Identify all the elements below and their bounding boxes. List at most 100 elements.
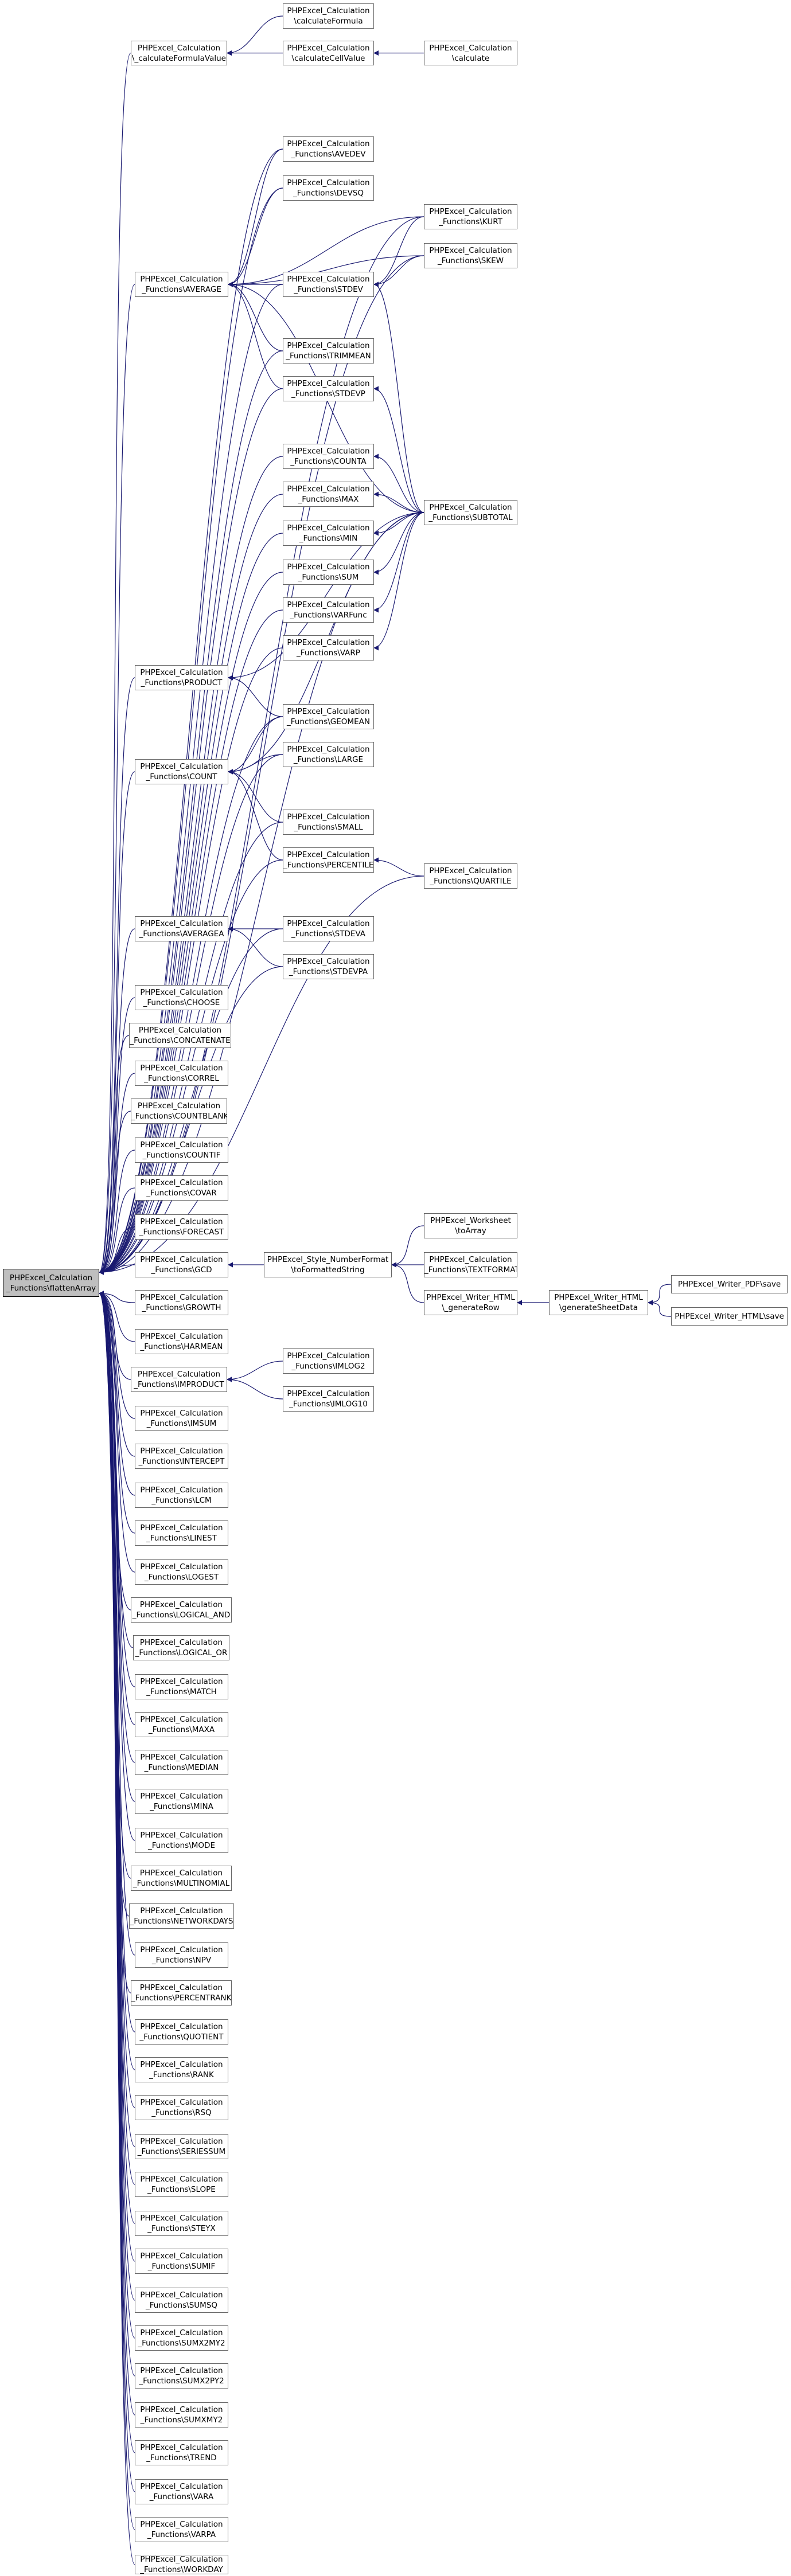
graph-node-calc[interactable]: PHPExcel_Calculation\calculate (424, 41, 517, 65)
graph-node-lcm[interactable]: PHPExcel_Calculation_Functions\LCM (135, 1483, 228, 1508)
graph-node-skew[interactable]: PHPExcel_Calculation_Functions\SKEW (424, 243, 517, 268)
graph-node-gensheet[interactable]: PHPExcel_Writer_HTML\generateSheetData (549, 1290, 648, 1315)
graph-node-average[interactable]: PHPExcel_Calculation_Functions\AVERAGE (135, 272, 228, 297)
graph-node-concatenate[interactable]: PHPExcel_Calculation_Functions\CONCATENA… (129, 1023, 231, 1048)
graph-node-cfv[interactable]: PHPExcel_Calculation\_calculateFormulaVa… (131, 41, 227, 65)
graph-node-networkdays[interactable]: PHPExcel_Calculation_Functions\NETWORKDA… (129, 1903, 234, 1929)
graph-node-label-line: _Functions\CONCATENATE (130, 1036, 231, 1045)
graph-node-sumx2my2[interactable]: PHPExcel_Calculation_Functions\SUMX2MY2 (135, 2325, 228, 2351)
graph-node-varpa[interactable]: PHPExcel_Calculation_Functions\VARPA (135, 2517, 228, 2542)
graph-node-land[interactable]: PHPExcel_Calculation_Functions\LOGICAL_A… (131, 1597, 232, 1623)
graph-node-label-line: PHPExcel_Calculation (140, 1064, 223, 1073)
graph-node-match[interactable]: PHPExcel_Calculation_Functions\MATCH (135, 1674, 228, 1699)
graph-node-label-line: PHPExcel_Calculation (287, 638, 370, 647)
graph-node-sum[interactable]: PHPExcel_Calculation_Functions\SUM (283, 560, 374, 585)
graph-node-countblank[interactable]: PHPExcel_Calculation_Functions\COUNTBLAN… (131, 1099, 227, 1124)
graph-node-logest[interactable]: PHPExcel_Calculation_Functions\LOGEST (135, 1559, 228, 1585)
graph-node-quotient[interactable]: PHPExcel_Calculation_Functions\QUOTIENT (135, 2019, 228, 2045)
graph-node-improduct[interactable]: PHPExcel_Calculation_Functions\IMPRODUCT (131, 1367, 227, 1392)
graph-node-flat[interactable]: PHPExcel_Calculation_Functions\flattenAr… (3, 1269, 99, 1297)
graph-node-percentile[interactable]: PHPExcel_Calculation_Functions\PERCENTIL… (283, 847, 374, 873)
graph-node-covar[interactable]: PHPExcel_Calculation_Functions\COVAR (135, 1175, 228, 1201)
graph-node-rank[interactable]: PHPExcel_Calculation_Functions\RANK (135, 2057, 228, 2082)
graph-node-stdevpa[interactable]: PHPExcel_Calculation_Functions\STDEVPA (283, 954, 374, 979)
graph-node-growth[interactable]: PHPExcel_Calculation_Functions\GROWTH (135, 1290, 228, 1315)
graph-node-min[interactable]: PHPExcel_Calculation_Functions\MIN (283, 521, 374, 546)
graph-node-mina[interactable]: PHPExcel_Calculation_Functions\MINA (135, 1789, 228, 1814)
graph-node-htmlsave[interactable]: PHPExcel_Writer_HTML\save (671, 1307, 788, 1326)
graph-node-avedev[interactable]: PHPExcel_Calculation_Functions\AVEDEV (283, 136, 374, 162)
graph-node-label-line: PHPExcel_Calculation (287, 600, 370, 609)
graph-node-stdeva[interactable]: PHPExcel_Calculation_Functions\STDEVA (283, 916, 374, 941)
graph-node-geomean[interactable]: PHPExcel_Calculation_Functions\GEOMEAN (283, 704, 374, 729)
graph-node-stdev[interactable]: PHPExcel_Calculation_Functions\STDEV (283, 272, 374, 297)
graph-node-genrow[interactable]: PHPExcel_Writer_HTML\_generateRow (424, 1290, 517, 1315)
graph-node-intercept[interactable]: PHPExcel_Calculation_Functions\INTERCEPT (135, 1444, 228, 1469)
graph-node-counta[interactable]: PHPExcel_Calculation_Functions\COUNTA (283, 444, 374, 469)
graph-node-lor[interactable]: PHPExcel_Calculation_Functions\LOGICAL_O… (133, 1635, 229, 1660)
graph-node-harmean[interactable]: PHPExcel_Calculation_Functions\HARMEAN (135, 1329, 228, 1354)
graph-node-imlog2[interactable]: PHPExcel_Calculation_Functions\IMLOG2 (283, 1348, 374, 1374)
graph-edge-product-to-flat (99, 677, 135, 1275)
graph-node-max[interactable]: PHPExcel_Calculation_Functions\MAX (283, 482, 374, 507)
graph-node-ws_toarray[interactable]: PHPExcel_Worksheet\toArray (424, 1213, 517, 1238)
graph-node-averagea[interactable]: PHPExcel_Calculation_Functions\AVERAGEA (135, 916, 228, 941)
graph-node-kurt[interactable]: PHPExcel_Calculation_Functions\KURT (424, 204, 517, 229)
graph-node-linest[interactable]: PHPExcel_Calculation_Functions\LINEST (135, 1520, 228, 1546)
graph-node-label-line: PHPExcel_Calculation (140, 2022, 223, 2031)
graph-edge-imlog10-to-improduct (227, 1377, 283, 1400)
graph-node-label-line: PHPExcel_Calculation (287, 447, 370, 456)
graph-node-label-line: PHPExcel_Calculation (429, 43, 512, 53)
graph-node-product[interactable]: PHPExcel_Calculation_Functions\PRODUCT (135, 665, 228, 690)
graph-node-large[interactable]: PHPExcel_Calculation_Functions\LARGE (283, 742, 374, 767)
graph-node-sumif[interactable]: PHPExcel_Calculation_Functions\SUMIF (135, 2249, 228, 2274)
graph-node-count[interactable]: PHPExcel_Calculation_Functions\COUNT (135, 759, 228, 784)
graph-node-imsum[interactable]: PHPExcel_Calculation_Functions\IMSUM (135, 1406, 228, 1431)
graph-node-devsq[interactable]: PHPExcel_Calculation_Functions\DEVSQ (283, 175, 374, 201)
graph-node-forecast[interactable]: PHPExcel_Calculation_Functions\FORECAST (135, 1214, 228, 1240)
graph-node-trend[interactable]: PHPExcel_Calculation_Functions\TREND (135, 2440, 228, 2465)
graph-node-maxa[interactable]: PHPExcel_Calculation_Functions\MAXA (135, 1712, 228, 1737)
graph-node-percentrank[interactable]: PHPExcel_Calculation_Functions\PERCENTRA… (131, 1980, 232, 2006)
graph-node-textformat[interactable]: PHPExcel_Calculation_Functions\TEXTFORMA… (424, 1252, 517, 1277)
graph-node-quartile[interactable]: PHPExcel_Calculation_Functions\QUARTILE (424, 863, 517, 889)
graph-node-label-line: _Functions\HARMEAN (140, 1342, 223, 1351)
graph-node-trimmean[interactable]: PHPExcel_Calculation_Functions\TRIMMEAN (283, 338, 374, 363)
graph-node-mode[interactable]: PHPExcel_Calculation_Functions\MODE (135, 1828, 228, 1853)
graph-node-median[interactable]: PHPExcel_Calculation_Functions\MEDIAN (135, 1750, 228, 1775)
graph-node-countif[interactable]: PHPExcel_Calculation_Functions\COUNTIF (135, 1137, 228, 1163)
graph-node-gcd[interactable]: PHPExcel_Calculation_Functions\GCD (135, 1252, 228, 1277)
graph-node-varp[interactable]: PHPExcel_Calculation_Functions\VARP (283, 635, 374, 660)
graph-node-label-line: PHPExcel_Calculation (429, 866, 512, 875)
graph-node-label-line: PHPExcel_Calculation (287, 275, 370, 284)
graph-node-vara[interactable]: PHPExcel_Calculation_Functions\VARA (135, 2479, 228, 2504)
graph-node-label-line: PHPExcel_Calculation (140, 1447, 223, 1456)
graph-node-tofs[interactable]: PHPExcel_Style_NumberFormat\toFormattedS… (264, 1252, 392, 1277)
graph-node-seriessum[interactable]: PHPExcel_Calculation_Functions\SERIESSUM (135, 2134, 228, 2159)
graph-node-label-line: PHPExcel_Writer_HTML\save (675, 1312, 784, 1321)
graph-edge-averagea-to-flat (99, 928, 135, 1275)
graph-node-npv[interactable]: PHPExcel_Calculation_Functions\NPV (135, 1942, 228, 1968)
graph-node-stdevp[interactable]: PHPExcel_Calculation_Functions\STDEVP (283, 376, 374, 401)
graph-node-subtotal[interactable]: PHPExcel_Calculation_Functions\SUBTOTAL (424, 500, 517, 525)
graph-node-sumx2py2[interactable]: PHPExcel_Calculation_Functions\SUMX2PY2 (135, 2363, 228, 2389)
graph-node-workday[interactable]: PHPExcel_Calculation_Functions\WORKDAY (135, 2555, 228, 2574)
graph-edge-countif-to-flat (99, 1150, 135, 1275)
graph-node-varfunc[interactable]: PHPExcel_Calculation_Functions\VARFunc (283, 597, 374, 623)
graph-node-label-line: PHPExcel_Calculation (140, 1217, 223, 1226)
graph-node-choose[interactable]: PHPExcel_Calculation_Functions\CHOOSE (135, 985, 228, 1010)
graph-node-multinomial[interactable]: PHPExcel_Calculation_Functions\MULTINOMI… (131, 1866, 232, 1891)
graph-node-imlog10[interactable]: PHPExcel_Calculation_Functions\IMLOG10 (283, 1386, 374, 1412)
graph-node-sumxmy2[interactable]: PHPExcel_Calculation_Functions\SUMXMY2 (135, 2402, 228, 2428)
graph-node-calcCV[interactable]: PHPExcel_Calculation\calculateCellValue (283, 41, 374, 65)
graph-node-steyx[interactable]: PHPExcel_Calculation_Functions\STEYX (135, 2211, 228, 2236)
graph-node-rsq[interactable]: PHPExcel_Calculation_Functions\RSQ (135, 2095, 228, 2120)
graph-node-calcF[interactable]: PHPExcel_Calculation\calculateFormula (283, 3, 374, 29)
graph-node-pdfsave[interactable]: PHPExcel_Writer_PDF\save (671, 1275, 788, 1293)
graph-node-correl[interactable]: PHPExcel_Calculation_Functions\CORREL (135, 1061, 228, 1086)
graph-node-slope[interactable]: PHPExcel_Calculation_Functions\SLOPE (135, 2172, 228, 2197)
graph-node-sumsq[interactable]: PHPExcel_Calculation_Functions\SUMSQ (135, 2288, 228, 2313)
graph-node-small[interactable]: PHPExcel_Calculation_Functions\SMALL (283, 810, 374, 835)
graph-node-label-line: _Functions\CORREL (144, 1074, 219, 1083)
graph-edge-small-to-count (228, 769, 283, 823)
